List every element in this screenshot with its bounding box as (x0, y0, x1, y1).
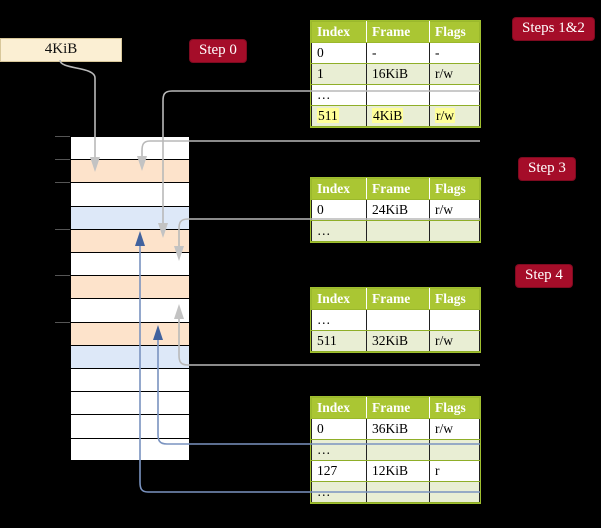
memory-tick-mark (55, 182, 70, 184)
arrowhead-l1row1-to-mem (158, 223, 168, 238)
table-cell: 36KiB (366, 418, 430, 440)
table-cell (429, 220, 480, 242)
table-cell: 511 (311, 330, 367, 352)
table-cell: 4KiB (366, 105, 430, 127)
highlighted-value: 511 (317, 108, 339, 123)
table-cell: 24KiB (366, 199, 430, 221)
arrowhead-source-to-mem (90, 157, 100, 172)
column-header: Flags (429, 397, 480, 419)
table-cell (366, 220, 430, 242)
table-cell (429, 84, 480, 106)
wire-l1row1-to-mem (162, 90, 480, 224)
table-cell (366, 309, 430, 331)
memory-frame-row (70, 182, 190, 206)
badge-step-3: Step 3 (519, 158, 575, 180)
table-cell: - (366, 42, 430, 64)
memory-frame-row (70, 159, 190, 183)
wire-l2row0-to-mem (178, 218, 480, 247)
memory-frame-row (70, 437, 190, 461)
memory-frame-row (70, 368, 190, 392)
memory-tick-mark (55, 321, 70, 323)
table-cell: r/w (429, 330, 480, 352)
memory-frame-row (70, 205, 190, 229)
highlighted-value: r/w (435, 108, 455, 123)
memory-frame-row (70, 344, 190, 368)
arrowhead-l4row127-to-mem (135, 231, 145, 246)
memory-tick-mark (55, 228, 70, 230)
memory-frame-row (70, 228, 190, 252)
badge-step-4: Step 4 (516, 265, 572, 287)
table-cell: 32KiB (366, 330, 430, 352)
wire-source-to-mem (59, 59, 96, 158)
memory-tick-mark (55, 159, 70, 161)
arrowhead-l4row0-to-mem (153, 325, 163, 340)
table-cell (429, 309, 480, 331)
table-cell: … (311, 220, 367, 242)
arrowhead-l3row511-to-mem (174, 304, 184, 319)
table-row: … (311, 309, 480, 331)
memory-frame-row (70, 252, 190, 276)
memory-frame-row (70, 391, 190, 415)
column-header: Flags (429, 288, 480, 310)
column-header: Flags (429, 178, 480, 200)
memory-frame-row (70, 414, 190, 438)
table-row: … (311, 220, 480, 242)
column-header: Index (311, 21, 367, 43)
column-header: Frame (366, 397, 430, 419)
arrowhead-mem-to-l1row511 (137, 156, 147, 171)
arrowhead-l2row0-to-mem (174, 246, 184, 261)
memory-frame-row (70, 275, 190, 299)
highlighted-value: 4KiB (372, 108, 404, 123)
table-cell: r/w (429, 63, 480, 85)
table-cell: r/w (429, 199, 480, 221)
table-cell: r/w (429, 105, 480, 127)
table-cell: 127 (311, 460, 367, 482)
wire-l3row511-to-mem (178, 318, 480, 366)
wire-mem-to-l1row511 (141, 140, 480, 157)
column-header: Index (311, 397, 367, 419)
wire-l4row127-to-mem (139, 245, 480, 493)
memory-tick-mark (55, 275, 70, 277)
table-row: 511 4KiB r/w (311, 105, 480, 127)
table-cell: 12KiB (366, 460, 430, 482)
source-size-box: 4KiB (0, 38, 122, 62)
column-header: Index (311, 178, 367, 200)
badge-step-0: Step 0 (190, 40, 246, 62)
memory-tick-mark (55, 136, 70, 137)
badge-steps-1-2: Steps 1&2 (513, 18, 594, 40)
table-cell: r/w (429, 418, 480, 440)
column-header: Frame (366, 178, 430, 200)
memory-frame-row (70, 298, 190, 322)
table-cell: … (311, 309, 367, 331)
wire-l4row0-to-mem (157, 339, 480, 445)
column-header: Frame (366, 21, 430, 43)
source-size-label: 4KiB (44, 41, 78, 57)
